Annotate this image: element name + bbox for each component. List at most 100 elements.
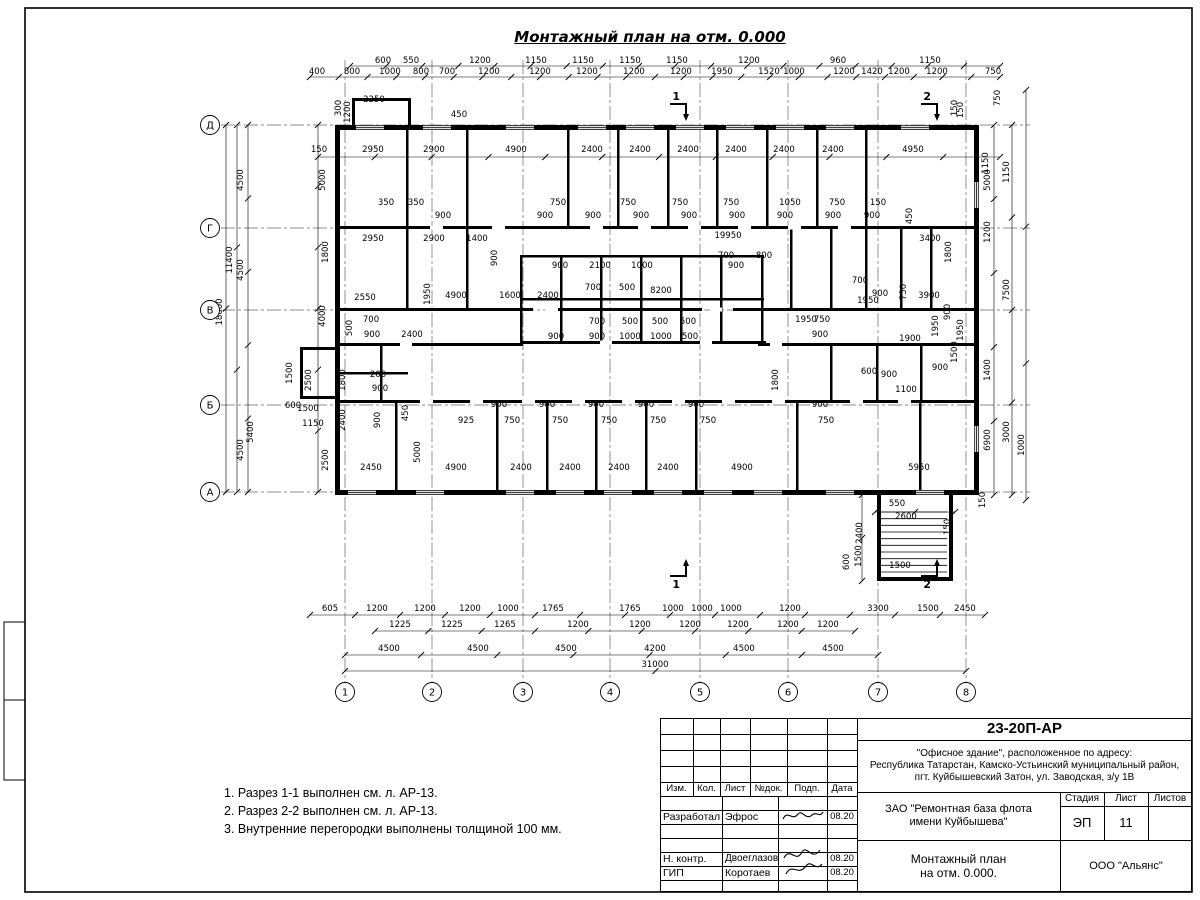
svg-text:1200: 1200 xyxy=(777,620,799,630)
svg-text:900: 900 xyxy=(825,211,841,221)
svg-text:900: 900 xyxy=(932,363,948,373)
notes-block: 1. Разрез 1-1 выполнен см. л. АР-13. 2. … xyxy=(224,784,562,838)
svg-text:750: 750 xyxy=(829,198,845,208)
tb-client: ЗАО "Ремонтная база флота имени Куйбышев… xyxy=(885,803,1032,828)
svg-text:1200: 1200 xyxy=(414,604,436,614)
svg-text:2100: 2100 xyxy=(589,261,611,271)
svg-text:2: 2 xyxy=(923,90,931,103)
svg-text:1950: 1950 xyxy=(857,296,879,306)
svg-text:2400: 2400 xyxy=(608,463,630,473)
tb-stage-label: Стадия xyxy=(1064,793,1100,805)
svg-text:550: 550 xyxy=(403,56,419,66)
svg-text:900: 900 xyxy=(881,370,897,380)
svg-text:1800: 1800 xyxy=(771,369,781,391)
svg-text:700: 700 xyxy=(585,283,601,293)
svg-text:960: 960 xyxy=(830,56,846,66)
svg-text:550: 550 xyxy=(889,499,905,509)
svg-text:2550: 2550 xyxy=(354,293,376,303)
svg-text:2: 2 xyxy=(429,688,435,699)
tb-sheet-value: 11 xyxy=(1119,815,1133,831)
svg-text:900: 900 xyxy=(585,211,601,221)
svg-text:7: 7 xyxy=(875,688,881,699)
tb-address: "Офисное здание", расположенное по адрес… xyxy=(869,748,1180,783)
svg-text:1225: 1225 xyxy=(389,620,411,630)
svg-text:500: 500 xyxy=(345,320,355,336)
tb-grid-line xyxy=(660,810,857,811)
svg-text:2600: 2600 xyxy=(895,512,917,522)
svg-text:2400: 2400 xyxy=(725,145,747,155)
svg-text:900: 900 xyxy=(812,400,828,410)
svg-text:350: 350 xyxy=(378,198,394,208)
note-line: 2. Разрез 2-2 выполнен см. л. АР-13. xyxy=(224,804,438,819)
tb-gip-name: Коротаев xyxy=(725,866,771,879)
svg-text:3000: 3000 xyxy=(1002,421,1012,443)
svg-text:4500: 4500 xyxy=(236,259,246,281)
svg-text:500: 500 xyxy=(622,317,638,327)
svg-text:150: 150 xyxy=(950,100,960,116)
svg-text:450: 450 xyxy=(401,405,411,421)
svg-text:31000: 31000 xyxy=(641,660,668,670)
svg-text:900: 900 xyxy=(552,261,568,271)
svg-text:1150: 1150 xyxy=(572,56,594,66)
svg-text:500: 500 xyxy=(652,317,668,327)
svg-text:750: 750 xyxy=(700,416,716,426)
tb-gip-role: ГИП xyxy=(663,866,684,879)
svg-text:5: 5 xyxy=(697,688,703,699)
tb-divider xyxy=(1104,792,1105,840)
tb-divider xyxy=(1060,806,1192,807)
svg-text:2: 2 xyxy=(923,578,931,591)
svg-text:1200: 1200 xyxy=(817,620,839,630)
svg-text:1150: 1150 xyxy=(919,56,941,66)
svg-text:2450: 2450 xyxy=(954,604,976,614)
svg-text:2400: 2400 xyxy=(657,463,679,473)
tb-doc-number: 23-20П-АР xyxy=(987,720,1062,738)
svg-text:4500: 4500 xyxy=(467,644,489,654)
svg-text:1000: 1000 xyxy=(619,332,641,342)
svg-text:750: 750 xyxy=(818,416,834,426)
svg-text:900: 900 xyxy=(633,211,649,221)
svg-text:1800: 1800 xyxy=(944,241,954,263)
svg-text:1150: 1150 xyxy=(666,56,688,66)
svg-text:1200: 1200 xyxy=(738,56,760,66)
svg-text:1500: 1500 xyxy=(297,404,319,414)
svg-text:500: 500 xyxy=(619,283,635,293)
svg-text:300: 300 xyxy=(334,100,344,116)
svg-text:1150: 1150 xyxy=(1002,161,1012,183)
svg-text:1200: 1200 xyxy=(459,604,481,614)
tb-grid-line xyxy=(722,796,723,892)
svg-text:925: 925 xyxy=(458,416,474,426)
svg-text:1000: 1000 xyxy=(379,67,401,77)
svg-text:450: 450 xyxy=(905,208,915,224)
tb-ncontr-name: Двоеглазов xyxy=(725,853,779,865)
svg-text:1000: 1000 xyxy=(1017,434,1027,456)
svg-text:1050: 1050 xyxy=(779,198,801,208)
svg-text:700: 700 xyxy=(852,276,868,286)
svg-text:750: 750 xyxy=(899,284,909,300)
signature-icon xyxy=(782,811,824,820)
svg-text:700: 700 xyxy=(439,67,455,77)
svg-text:3300: 3300 xyxy=(867,604,889,614)
svg-text:1950: 1950 xyxy=(795,315,817,325)
svg-text:900: 900 xyxy=(728,261,744,271)
svg-text:900: 900 xyxy=(943,304,953,320)
svg-text:800: 800 xyxy=(344,67,360,77)
svg-text:1200: 1200 xyxy=(727,620,749,630)
svg-text:1200: 1200 xyxy=(779,604,801,614)
svg-text:6: 6 xyxy=(785,688,791,699)
svg-text:900: 900 xyxy=(539,400,555,410)
svg-text:500: 500 xyxy=(680,317,696,327)
svg-text:750: 750 xyxy=(552,416,568,426)
svg-text:5950: 5950 xyxy=(908,463,930,473)
svg-text:2400: 2400 xyxy=(338,409,348,431)
tb-ncontr-date: 08.20 xyxy=(830,853,854,865)
dimension-lines xyxy=(222,62,1030,675)
svg-text:1500: 1500 xyxy=(889,561,911,571)
tb-grid-line xyxy=(660,782,857,783)
svg-text:2950: 2950 xyxy=(362,145,384,155)
signature-icon xyxy=(783,849,823,875)
tb-gip-date: 08.20 xyxy=(830,867,854,879)
svg-text:800: 800 xyxy=(413,67,429,77)
svg-text:700: 700 xyxy=(363,315,379,325)
svg-text:1200: 1200 xyxy=(478,67,500,77)
tb-developer-date: 08.20 xyxy=(830,811,854,823)
